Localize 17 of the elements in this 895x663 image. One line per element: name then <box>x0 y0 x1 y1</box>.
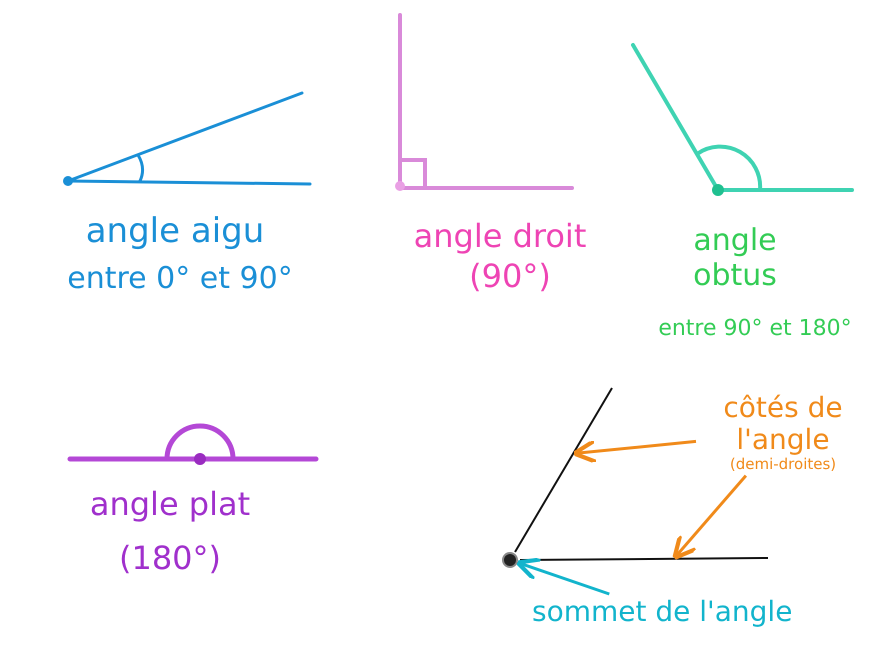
leader-arrow <box>515 557 610 596</box>
ray-line <box>520 557 768 561</box>
vertex-dot <box>502 552 518 568</box>
angle-label: entre 0° et 90° <box>66 262 294 296</box>
annotation-note: (demi-droites) <box>728 456 838 474</box>
angle-label: angle droit <box>412 218 588 255</box>
angle-label: angle obtus <box>692 224 778 293</box>
annotation-heading: côtés de l'angle <box>722 392 844 456</box>
angle-label: angle plat <box>88 486 252 523</box>
angle-label: entre 90° et 180° <box>657 316 853 342</box>
angle-label: (180°) <box>118 540 222 577</box>
ray-line <box>514 388 613 552</box>
annotation-heading: sommet de l'angle <box>532 596 792 628</box>
angle-label: (90°) <box>468 258 552 295</box>
angle-label: angle aigu <box>84 212 266 252</box>
leader-arrow <box>572 438 696 464</box>
leader-arrow <box>672 474 748 560</box>
